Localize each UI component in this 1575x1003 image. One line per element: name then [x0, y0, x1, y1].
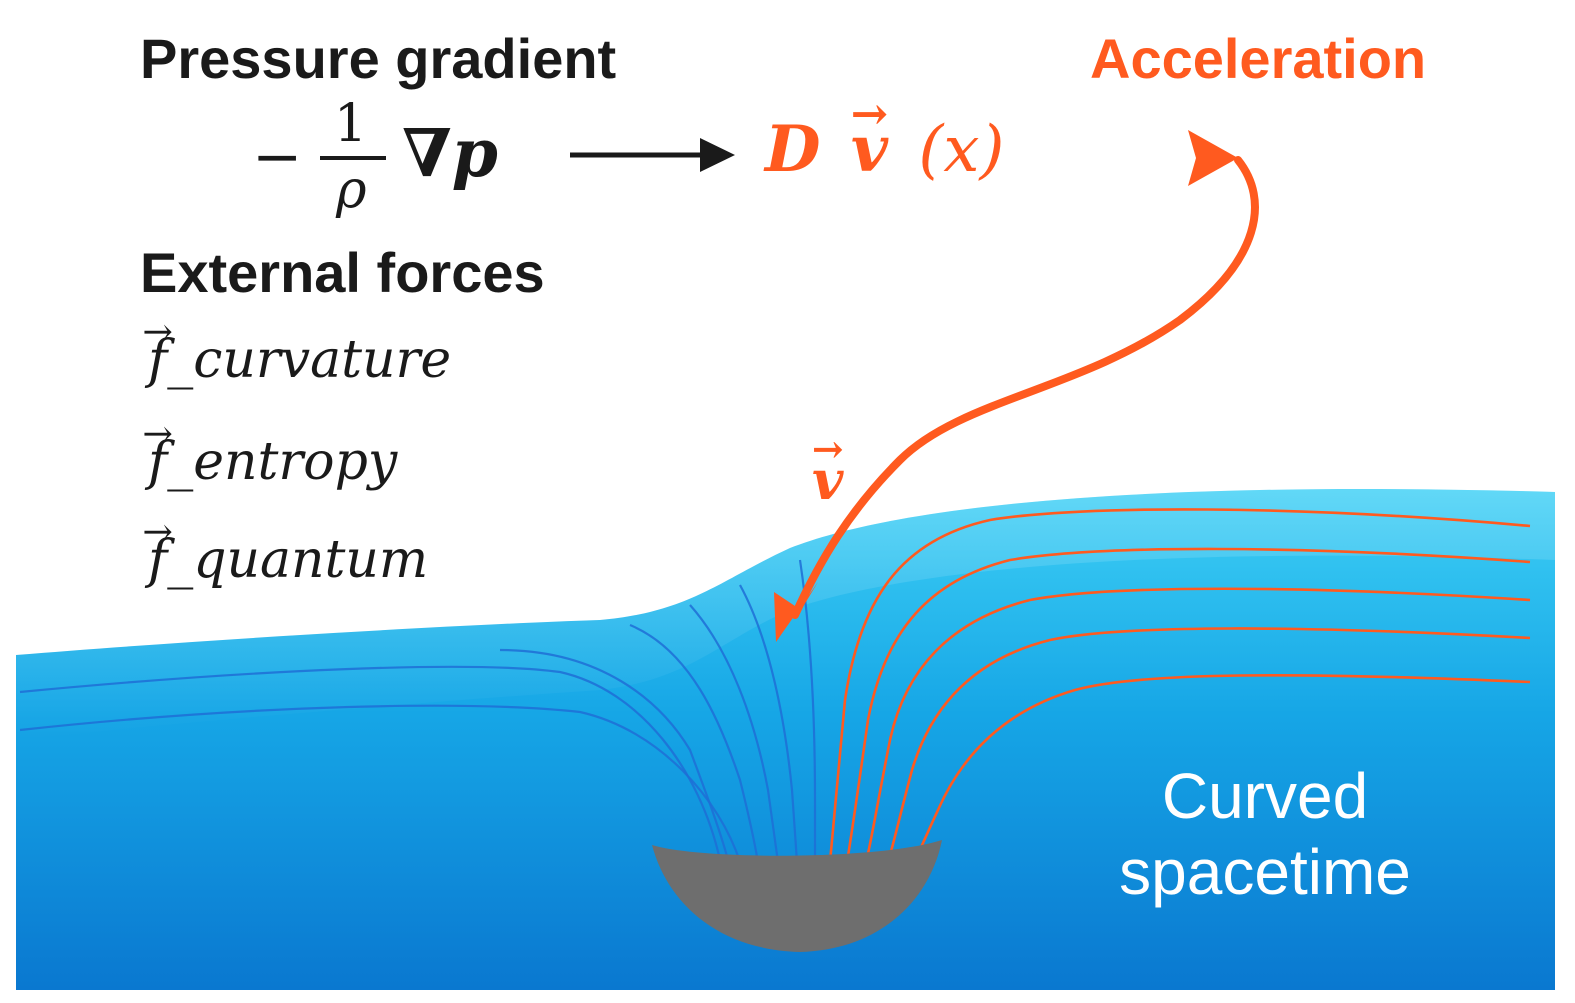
minus-sign: −: [252, 122, 303, 192]
nabla-p: ∇p: [402, 114, 498, 192]
force-subscript: _entropy: [167, 432, 398, 492]
velocity-path-arrow: [774, 156, 1259, 642]
curved-label-line1: Curved: [1161, 760, 1369, 832]
field-line: [499, 648, 730, 861]
force-curvature: f_curvature: [148, 330, 451, 390]
field-line: [864, 587, 1531, 863]
force-subscript: _quantum: [167, 530, 429, 590]
force-entropy: f_entropy: [148, 432, 397, 492]
force-quantum: f_quantum: [148, 530, 428, 590]
acceleration-heading: Acceleration: [1090, 27, 1427, 90]
force-symbol: f: [148, 432, 167, 492]
field-lines-orange: [828, 508, 1531, 863]
force-subscript: _curvature: [167, 330, 452, 390]
field-line: [828, 508, 1531, 863]
velocity-vector: v: [851, 112, 888, 187]
field-line: [739, 584, 799, 863]
velocity-label: v: [812, 448, 843, 512]
material-derivative-D: D: [765, 112, 821, 187]
field-line: [19, 704, 742, 863]
force-symbol: f: [148, 530, 167, 590]
fraction-denominator: ρ: [336, 160, 367, 220]
acceleration-term: D v (x): [765, 112, 1004, 187]
fraction-numerator: 1: [334, 94, 368, 154]
field-line: [912, 673, 1531, 863]
acceleration-arrow: [1025, 130, 1238, 186]
field-line: [886, 627, 1531, 863]
field-line: [798, 559, 817, 862]
field-line: [689, 604, 780, 863]
curved-spacetime-label: Curved spacetime: [1100, 758, 1430, 910]
velocity-label-symbol: v: [812, 448, 843, 512]
field-line: [629, 623, 760, 863]
fraction-bar: [320, 156, 386, 160]
field-lines-blue: [19, 559, 817, 863]
curved-label-line2: spacetime: [1119, 836, 1411, 908]
field-line: [19, 665, 722, 861]
surface-highlight: [16, 488, 1555, 740]
argument-x: (x): [918, 113, 1005, 187]
pressure-gradient-heading: Pressure gradient: [140, 27, 617, 90]
gravity-well-sink: [652, 840, 942, 952]
pressure-to-acceleration-arrow: [570, 138, 735, 172]
external-forces-heading: External forces: [140, 241, 545, 304]
force-symbol: f: [148, 330, 167, 390]
field-line: [845, 547, 1531, 863]
